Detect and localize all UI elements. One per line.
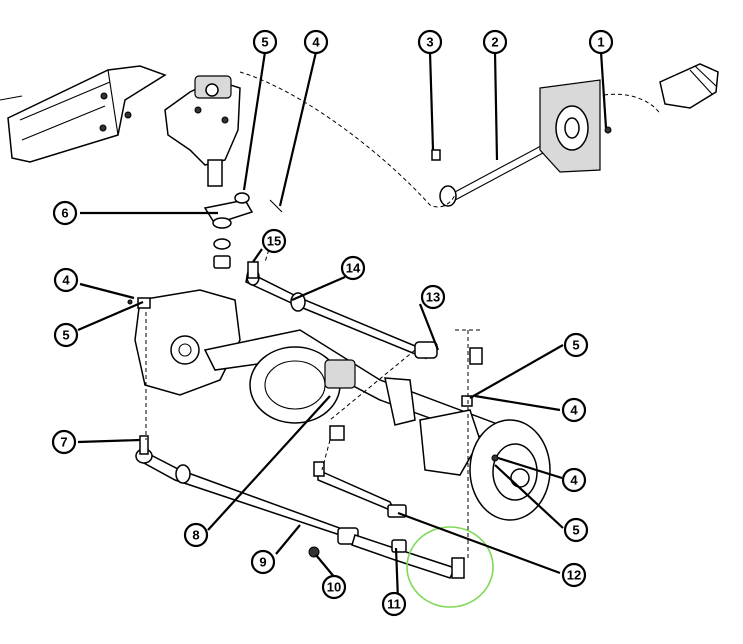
callout-label: 4 <box>62 273 70 288</box>
column-to-gear-path <box>239 71 456 208</box>
frame-rail <box>0 65 167 163</box>
steering-column <box>431 63 719 207</box>
callout-label: 11 <box>387 597 401 612</box>
column-return-path <box>603 93 661 116</box>
callout-5-right: 5 <box>563 332 589 358</box>
callout-1: 1 <box>588 29 614 55</box>
callout-10: 10 <box>321 574 347 600</box>
callout-4-hub: 4 <box>561 467 587 493</box>
callout-label: 12 <box>567 568 581 583</box>
callout-label: 8 <box>192 528 199 543</box>
callout-12: 12 <box>561 562 587 588</box>
callout-8: 8 <box>183 522 209 548</box>
steering-gear <box>164 75 241 187</box>
callout-label: 5 <box>261 35 268 50</box>
callout-label: 14 <box>346 261 361 276</box>
front-axle <box>134 289 551 521</box>
callout-5-left: 5 <box>53 322 79 348</box>
callout-label: 15 <box>267 234 281 249</box>
callout-label: 5 <box>62 328 69 343</box>
alignment-lines <box>145 229 480 560</box>
leader-lines <box>77 51 608 601</box>
callout-label: 5 <box>572 523 579 538</box>
callout-label: 7 <box>60 435 67 450</box>
callout-4-top: 4 <box>303 29 329 55</box>
callout-11: 11 <box>381 591 407 617</box>
callout-label: 6 <box>61 206 68 221</box>
callout-6: 6 <box>52 200 78 226</box>
highlight-circle <box>406 526 494 608</box>
callout-9: 9 <box>250 549 276 575</box>
callout-4-left: 4 <box>53 267 79 293</box>
steering-damper <box>313 425 407 518</box>
callout-label: 2 <box>491 35 498 50</box>
callout-label: 1 <box>597 35 604 50</box>
callout-label: 13 <box>426 290 440 305</box>
callout-label: 4 <box>312 35 320 50</box>
callout-3: 3 <box>417 29 443 55</box>
callout-15: 15 <box>261 228 287 254</box>
callout-label: 4 <box>570 403 578 418</box>
callout-4-right: 4 <box>561 397 587 423</box>
callout-label: 5 <box>572 338 579 353</box>
tie-rod <box>135 435 465 579</box>
callout-5-hub: 5 <box>563 517 589 543</box>
pitman-arm <box>203 192 283 269</box>
callout-14: 14 <box>340 255 366 281</box>
callout-label: 3 <box>426 35 433 50</box>
callout-5-top: 5 <box>252 29 278 55</box>
callout-label: 4 <box>570 473 578 488</box>
callout-7: 7 <box>51 429 77 455</box>
callout-label: 10 <box>327 580 341 595</box>
callout-label: 9 <box>259 555 266 570</box>
callout-13: 13 <box>420 284 446 310</box>
callout-2: 2 <box>482 29 508 55</box>
